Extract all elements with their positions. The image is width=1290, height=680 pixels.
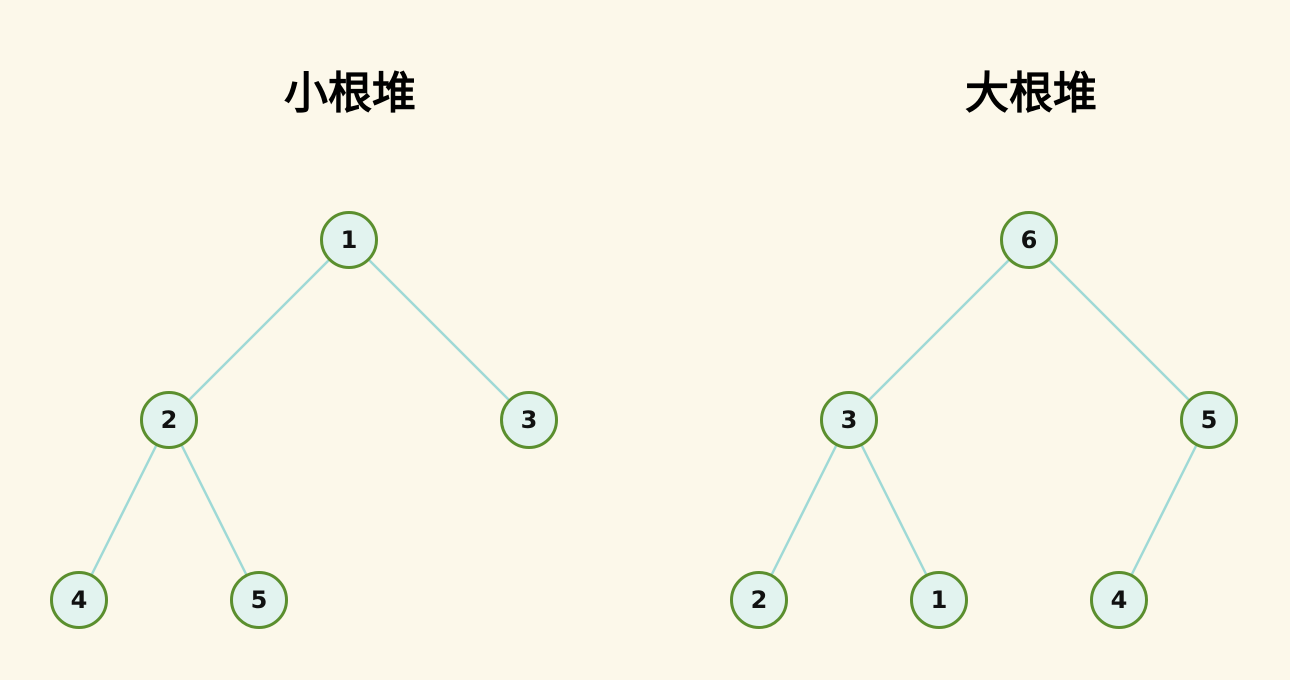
max-heap-node-right: 5 [1180, 391, 1238, 449]
edge-max-6-3 [848, 239, 1030, 421]
edge-max-6-5 [1028, 239, 1210, 421]
edge-max-5-4 [1117, 419, 1211, 601]
max-heap-node-left-left: 2 [730, 571, 788, 629]
max-heap-title: 大根堆 [965, 68, 1097, 119]
min-heap-title: 小根堆 [284, 68, 416, 119]
min-heap-node-left-right: 5 [230, 571, 288, 629]
edge-min-2-5 [167, 419, 261, 601]
min-heap-node-right: 3 [500, 391, 558, 449]
min-heap-node-left: 2 [140, 391, 198, 449]
edge-max-3-1 [847, 419, 941, 601]
max-heap-node-left-right: 1 [910, 571, 968, 629]
max-heap-node-left: 3 [820, 391, 878, 449]
min-heap-node-root: 1 [320, 211, 378, 269]
edge-min-1-3 [348, 239, 530, 421]
edge-min-2-4 [77, 419, 171, 601]
min-heap-node-left-left: 4 [50, 571, 108, 629]
max-heap-node-right-left: 4 [1090, 571, 1148, 629]
edge-min-1-2 [168, 239, 350, 421]
edge-max-3-2 [757, 419, 851, 601]
max-heap-node-root: 6 [1000, 211, 1058, 269]
